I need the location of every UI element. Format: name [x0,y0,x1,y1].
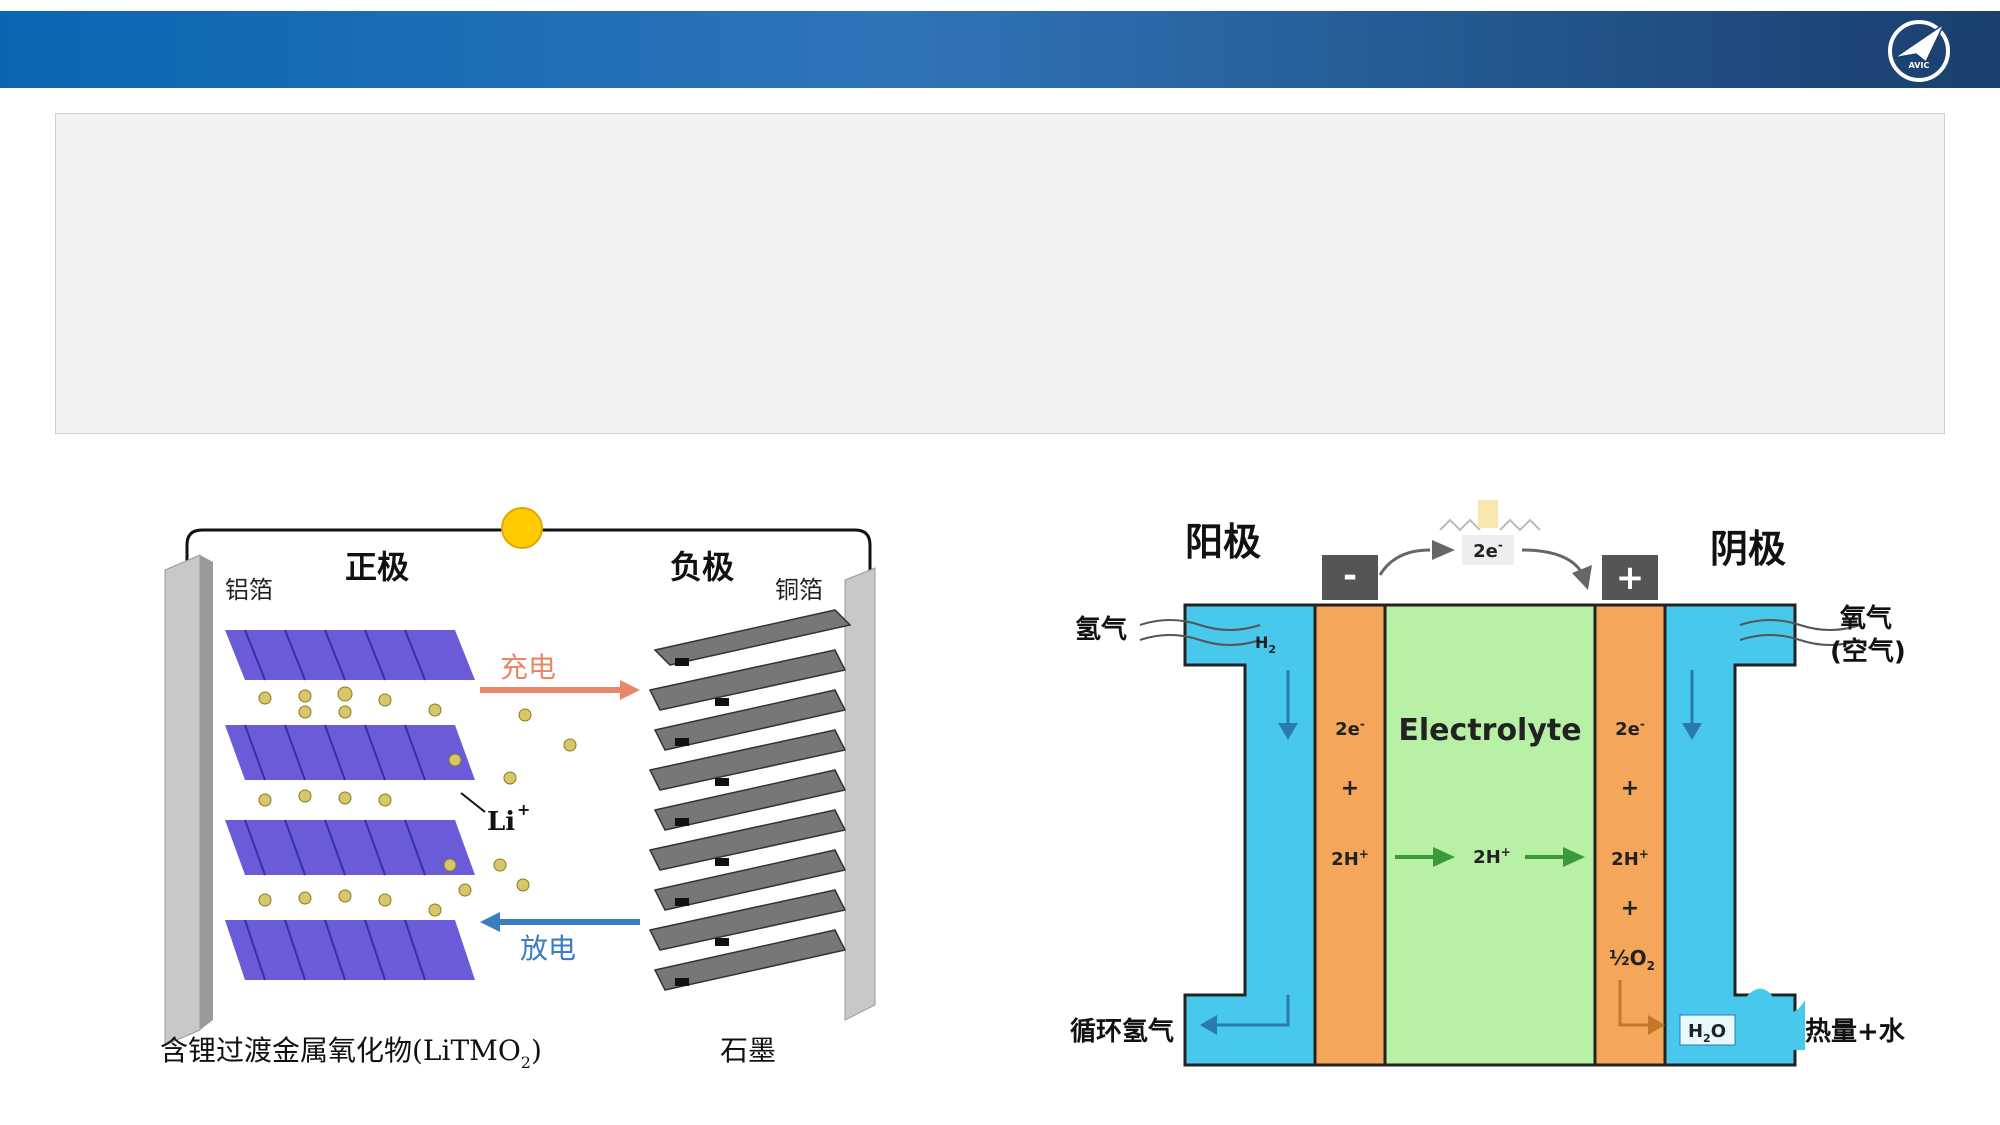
proton-arrow-right [1563,847,1585,867]
electron-box [1462,535,1514,565]
cathode-2h-label: 2H+ [1611,847,1649,870]
hydrogen-inlet-label: 氢气 [1075,614,1127,645]
cathode-title: 阴极 [1710,527,1786,571]
ion-label: Li [487,807,515,837]
header-bar [0,11,2000,88]
oxygen-down-arrow [1682,723,1702,740]
ion-pointer [460,792,486,813]
water-wave-icon [1740,988,1805,1050]
anode-material-label: 石墨 [720,1034,776,1067]
recycle-label: 循环氢气 [1070,1016,1174,1047]
charge-arrow [620,680,640,700]
al-foil-label: 铝箔 [225,576,273,604]
svg-text:+: + [1616,558,1645,598]
discharge-label: 放电 [520,932,576,965]
cathode-layers [225,629,475,981]
cathode-material-label: 含锂过渡金属氧化物(LiTMO2) [160,1034,542,1072]
h2o-box [1679,1014,1736,1046]
discharge-arrow [480,912,500,932]
oxygen-inlet-label: 氧气 [1839,603,1892,634]
anode-2h-label: 2H+ [1331,847,1369,870]
graphite-layers [648,609,852,991]
cathode-plus-1: + [1621,776,1639,801]
bulb-icon [1478,500,1498,528]
h2-label: H2 [1255,633,1276,656]
svg-text:-: - [1343,556,1357,596]
charge-label: 充电 [500,651,556,684]
hydrogen-flow-lines [1139,619,1261,646]
proton-arrow-left [1433,847,1455,867]
lithium-ions [258,686,577,917]
h2o-label: H2O [1688,1021,1726,1045]
anode-gas-channel [1183,603,1317,1067]
air-label: (空气) [1830,636,1906,667]
cathode-label: 正极 [345,548,409,586]
anode-title: 阳极 [1185,520,1261,564]
negative-terminal [1322,555,1378,600]
electrolyte-label: Electrolyte [1398,713,1581,748]
logo-text: AVIC [1909,61,1930,70]
text-panel [55,113,1945,434]
lithium-battery-diagram: 铝箔 正极 负极 铜箔 Li + 充电 [160,507,876,1072]
cathode-2e-label: 2e- [1615,717,1645,740]
ion-charge: + [517,800,530,819]
anode-electrode [1313,603,1387,1067]
cu-foil-label: 铜箔 [775,576,823,604]
recycle-arrow [1200,1015,1217,1035]
proton-label: 2H+ [1473,845,1511,868]
anode-2e-label: 2e- [1335,717,1365,740]
electron-label: 2e- [1473,538,1503,562]
oxygen-flow-lines [1739,619,1861,646]
positive-terminal [1602,555,1658,600]
anode-plus: + [1341,776,1359,801]
cathode-gas-channel [1663,603,1797,1067]
half-o2-label: ½O2 [1609,946,1655,973]
output-label: 热量+水 [1805,1017,1906,1047]
aluminum-foil-edge [200,555,213,1030]
graphite-holes [675,658,729,986]
copper-foil [844,567,876,1021]
electron-arrow-right [1572,565,1592,590]
fuel-cell-diagram: - + 2e- 阳极 阴极 氢气 H2 氧气 (空气) 2e- + 2H+ El… [1070,500,1906,1067]
lightbulb-icon [501,507,543,549]
anode-label: 负极 [670,548,734,586]
electron-arrow-left [1432,540,1455,560]
heat-waves-icon [1439,518,1541,532]
hydrogen-down-arrow [1278,723,1298,740]
avic-logo: AVIC [1888,20,1950,82]
cathode-electrode [1593,603,1667,1067]
aluminum-foil [164,554,201,1046]
cathode-plus-2: + [1621,896,1639,921]
electrolyte [1383,603,1597,1067]
water-output-arrow [1648,1015,1665,1035]
